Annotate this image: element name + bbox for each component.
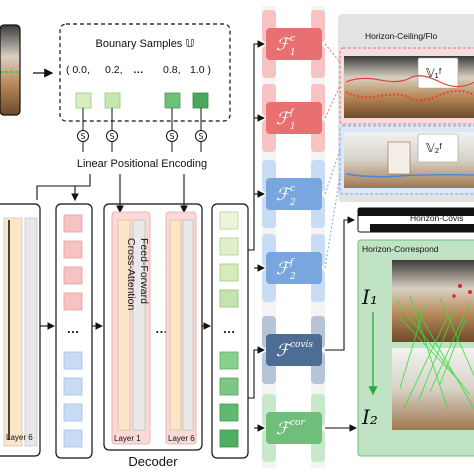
svg-text:S: S bbox=[169, 132, 174, 141]
sample-square-1 bbox=[104, 92, 121, 109]
sample-ellipsis: … bbox=[133, 64, 144, 76]
head-symbol: ℱ bbox=[276, 185, 293, 205]
head-superscript: f bbox=[289, 258, 295, 268]
head-box bbox=[266, 28, 322, 60]
head-subscript: 2 bbox=[289, 198, 296, 208]
head-subscript: 1 bbox=[290, 48, 296, 58]
horizon-ceiling-floor-panel: Horizon-Ceiling/Flo 𝕍₁ᶠ 𝕍₂ᶠ bbox=[338, 14, 474, 202]
sample-value-3: 0.8, bbox=[163, 64, 181, 76]
tokens-to-heads-arrows bbox=[248, 40, 266, 432]
head-box bbox=[266, 178, 322, 210]
encoding-connectors bbox=[36, 174, 188, 214]
arrow-covis-to-panel bbox=[325, 216, 356, 351]
svg-text:S: S bbox=[80, 132, 85, 141]
sample-value-1: 0.2, bbox=[105, 64, 123, 76]
head-symbol: ℱ bbox=[276, 35, 293, 55]
horizon-covisibility-panel: Horizon-Covis bbox=[357, 207, 474, 233]
head-superscript: covis bbox=[290, 340, 313, 350]
head-symbol: ℱ bbox=[276, 341, 293, 361]
cross-attention-label: Cross-Attention bbox=[125, 238, 137, 311]
head-symbol: ℱ bbox=[276, 419, 293, 439]
link-f1f-to-panel bbox=[324, 85, 341, 119]
head-superscript: c bbox=[290, 34, 295, 44]
horizon-correspondence-title: Horizon-Correspond bbox=[362, 244, 439, 254]
decoder-layer-first: Layer 1 bbox=[114, 434, 141, 443]
sample-square-3 bbox=[164, 92, 181, 109]
decoder-ellipsis: … bbox=[155, 321, 168, 336]
head-symbol: ℱ bbox=[276, 109, 293, 129]
feed-forward-label: Feed-Forward bbox=[138, 238, 150, 304]
v1-label: 𝕍₁ᶠ bbox=[426, 66, 442, 80]
encoder-block: Layer 6 bbox=[0, 203, 41, 457]
svg-text:S: S bbox=[109, 132, 114, 141]
decoder-title: Decoder bbox=[128, 454, 178, 469]
image-i2-label: I₂ bbox=[361, 405, 378, 429]
boundary-samples-box: Bounary Samples 𝕌 ( 0.0, 0.2, … 0.8, 1.0… bbox=[59, 23, 231, 122]
sample-square-4 bbox=[192, 92, 209, 109]
encoder-layer-label: Layer 6 bbox=[6, 433, 33, 442]
link-f2f-to-panel bbox=[324, 175, 341, 269]
image-i1-label: I₁ bbox=[361, 285, 378, 309]
sample-square-0 bbox=[75, 92, 92, 109]
token-ellipsis-input: … bbox=[67, 321, 80, 336]
decoder-block: Cross-Attention Feed-Forward Layer 1 … L… bbox=[103, 203, 203, 469]
decoder-layer-last: Layer 6 bbox=[168, 434, 195, 443]
token-ellipsis-output: … bbox=[223, 321, 236, 336]
token-column-output: … bbox=[211, 203, 249, 459]
head-box bbox=[266, 412, 322, 444]
linear-positional-encoding-label: Linear Positional Encoding bbox=[77, 158, 207, 170]
horizon-correspondence-panel: Horizon-Correspond I₁ I₂ bbox=[357, 239, 474, 457]
horizon-covis-title: Horizon-Covis bbox=[410, 213, 463, 223]
boundary-samples-title: Bounary Samples 𝕌 bbox=[95, 38, 194, 50]
sample-value-0: ( 0.0, bbox=[66, 64, 90, 76]
sample-value-4: 1.0 ) bbox=[190, 64, 211, 76]
head-superscript: f bbox=[289, 108, 295, 118]
head-subscript: 1 bbox=[290, 122, 296, 132]
head-box bbox=[266, 102, 322, 134]
head-symbol: ℱ bbox=[276, 259, 293, 279]
head-box bbox=[266, 252, 322, 284]
head-superscript: c bbox=[290, 184, 295, 194]
horizon-ceiling-floor-title: Horizon-Ceiling/Flo bbox=[365, 31, 438, 41]
token-column-input: … bbox=[55, 203, 93, 459]
head-superscript: cor bbox=[290, 418, 305, 428]
v2-label: 𝕍₂ᶠ bbox=[426, 141, 442, 155]
input-panorama-thumbnail bbox=[0, 24, 21, 116]
head-box bbox=[266, 334, 322, 366]
svg-text:S: S bbox=[198, 132, 203, 141]
link-f1c-to-panel bbox=[324, 43, 341, 63]
head-subscript: 2 bbox=[289, 272, 296, 282]
